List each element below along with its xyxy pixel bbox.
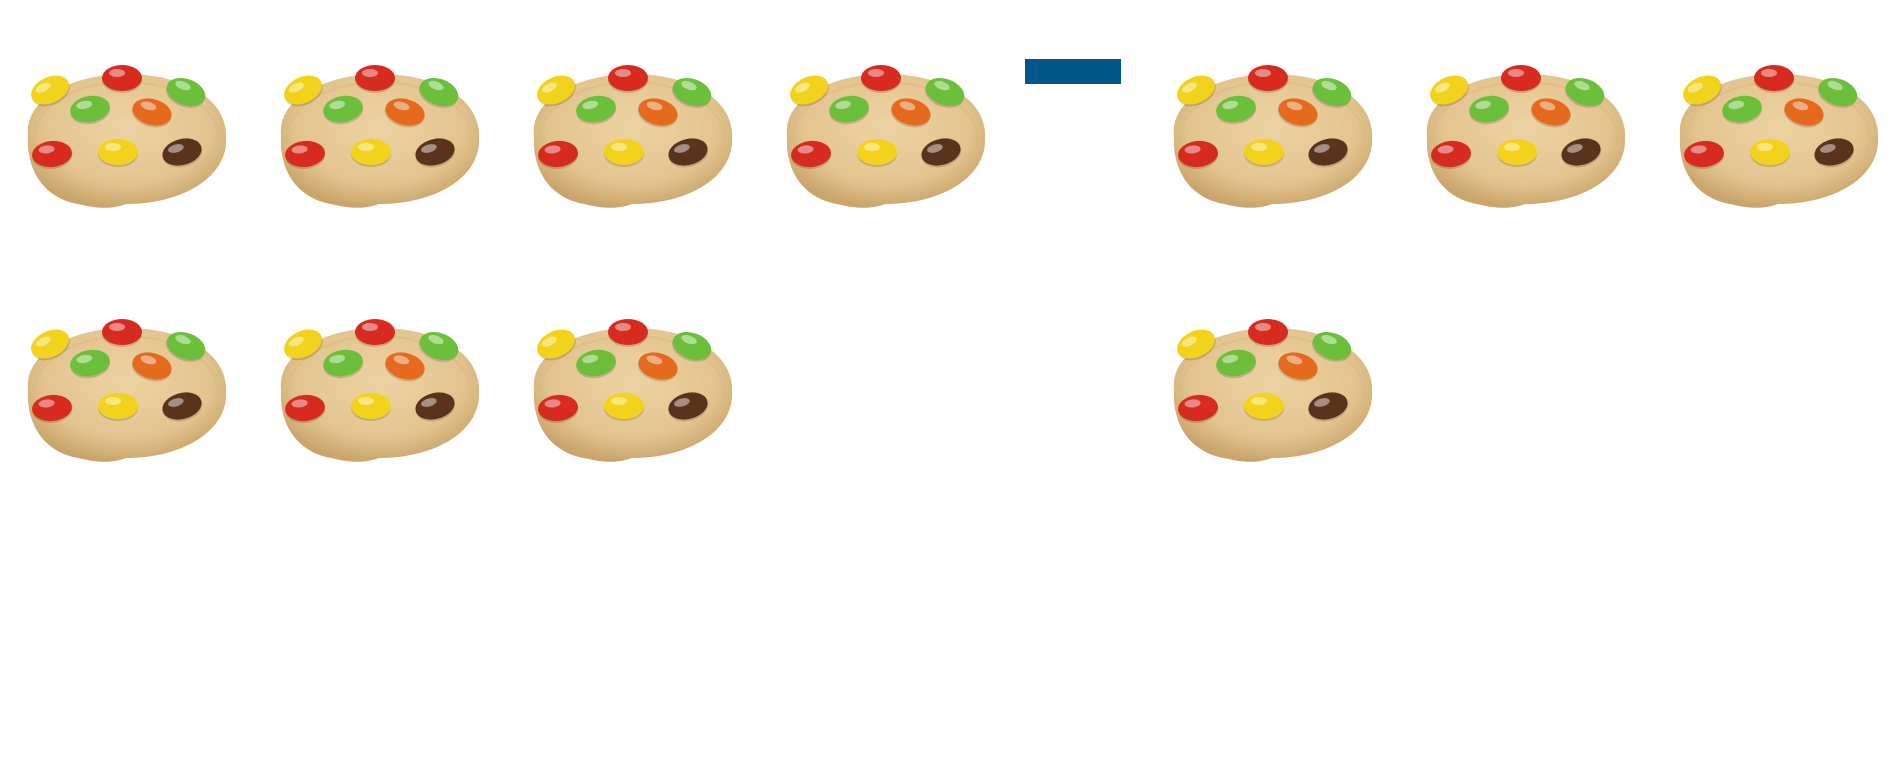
cookie-icon — [280, 65, 480, 208]
cookie-icon — [1426, 65, 1626, 208]
cookie-icon — [27, 65, 227, 208]
cookie-icon — [1173, 319, 1373, 462]
cookie-icon — [533, 319, 733, 462]
minus-sign-icon — [1025, 59, 1121, 84]
cookie-icon — [280, 319, 480, 462]
cookie-icon — [1679, 65, 1879, 208]
cookie-icon — [1173, 65, 1373, 208]
cookie-icon — [27, 319, 227, 462]
minuend-cookie-group — [14, 58, 1014, 478]
cookie-icon — [786, 65, 986, 208]
subtrahend-cookie-group — [1160, 58, 1894, 478]
cookie-icon — [533, 65, 733, 208]
